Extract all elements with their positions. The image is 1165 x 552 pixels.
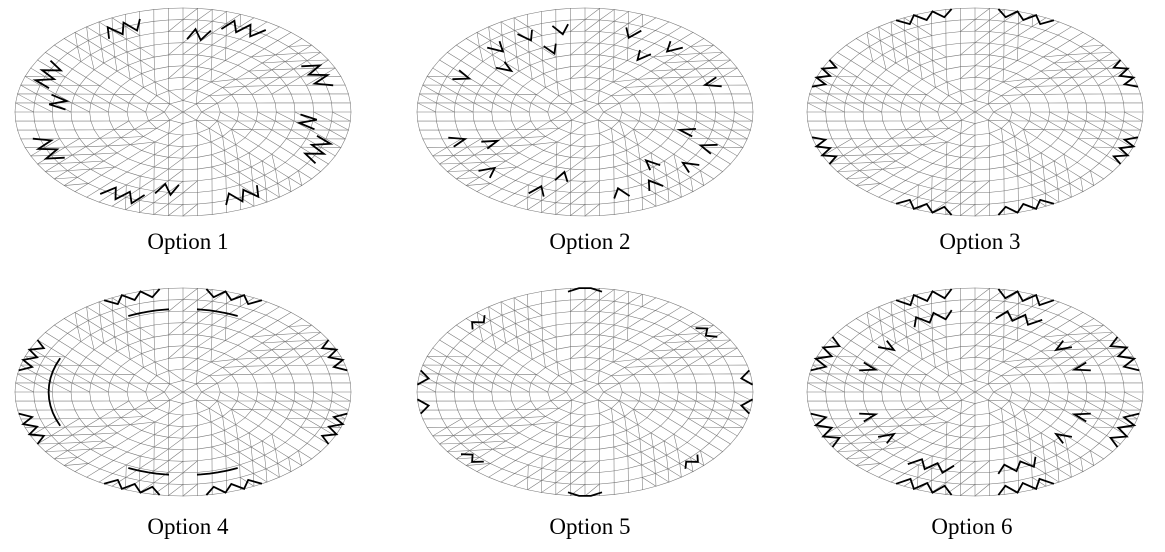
option-5-caption: Option 5 bbox=[405, 514, 775, 540]
highlight-v-mark-8 bbox=[529, 186, 544, 196]
highlight-zigzag-outer-3 bbox=[305, 136, 330, 164]
highlight-inner-arc-3 bbox=[128, 468, 169, 475]
highlight-v-mark-1 bbox=[626, 27, 641, 37]
highlight-v-mark-5 bbox=[452, 70, 469, 79]
triangle-mesh bbox=[15, 288, 351, 496]
triangle-mesh bbox=[15, 8, 351, 216]
highlight-v-mark-0 bbox=[667, 41, 683, 51]
highlight-zigzag-outer-2 bbox=[100, 188, 144, 204]
highlight-zigzag-outer-b-2 bbox=[226, 185, 258, 205]
option-3-panel: Option 3 bbox=[795, 0, 1165, 272]
option-2-panel: Option 2 bbox=[405, 0, 775, 272]
highlight-rim-zigzag-1 bbox=[896, 289, 952, 305]
option-4-caption: Option 4 bbox=[3, 514, 373, 540]
highlight-bracket-left-b bbox=[417, 399, 428, 413]
highlight-zigzag-outer-b-0 bbox=[108, 19, 140, 39]
highlight-rim-zigzag-2 bbox=[812, 60, 836, 87]
highlight-zigzag-outer-0 bbox=[221, 21, 265, 37]
highlight-v-mark-10 bbox=[649, 181, 663, 191]
highlight-v-mark-12 bbox=[701, 145, 718, 154]
highlight-v-mark-11 bbox=[683, 163, 700, 173]
highlight-mid-zigzag-0 bbox=[996, 311, 1042, 324]
highlight-rim-zigzag-0 bbox=[998, 289, 1054, 305]
highlight-bracket-right-a bbox=[741, 399, 752, 413]
option-4-panel: Option 4 bbox=[3, 280, 373, 552]
option-3-mesh-diagram bbox=[795, 0, 1165, 250]
highlight-rim-zigzag-3 bbox=[812, 137, 836, 164]
highlight-v-mark-2 bbox=[552, 24, 568, 34]
option-3-caption: Option 3 bbox=[795, 229, 1165, 255]
option-5-mesh-diagram bbox=[405, 280, 775, 530]
triangle-mesh bbox=[417, 8, 753, 216]
option-5-panel: Option 5 bbox=[405, 280, 775, 552]
highlight-v-mark-inner-0 bbox=[638, 50, 651, 60]
highlight-bracket-left-a bbox=[417, 370, 428, 384]
option-2-mesh-diagram bbox=[405, 0, 775, 250]
highlight-rim-zigzag-7 bbox=[1114, 137, 1138, 164]
option-6-caption: Option 6 bbox=[787, 514, 1157, 540]
option-1-caption: Option 1 bbox=[3, 229, 373, 255]
highlight-v-mark-4 bbox=[487, 41, 503, 51]
highlight-v-mark-inner-4 bbox=[496, 62, 511, 71]
highlight-v-mark-3 bbox=[1056, 434, 1072, 443]
highlight-v-mark-inner-6 bbox=[481, 141, 497, 149]
option-6-panel: Option 6 bbox=[795, 280, 1165, 552]
highlight-inner-arc-1 bbox=[128, 309, 169, 316]
highlight-rim-zigzag-5 bbox=[998, 479, 1054, 495]
option-2-caption: Option 2 bbox=[405, 229, 775, 255]
triangle-mesh bbox=[807, 288, 1143, 496]
option-1-panel: Option 1 bbox=[3, 0, 373, 272]
option-1-mesh-diagram bbox=[3, 0, 373, 250]
option-4-mesh-diagram bbox=[3, 280, 373, 530]
highlight-inner-arc-4 bbox=[197, 468, 238, 475]
triangle-mesh bbox=[807, 8, 1143, 216]
highlight-rim-zigzag-6 bbox=[1114, 60, 1138, 87]
highlight-mid-zigzag-2 bbox=[908, 459, 954, 472]
triangle-mesh bbox=[417, 288, 753, 496]
highlight-v-mark-9 bbox=[614, 188, 629, 198]
highlight-v-mark-inner-2 bbox=[544, 44, 556, 54]
highlight-v-mark-1 bbox=[878, 341, 894, 350]
option-6-mesh-diagram bbox=[795, 280, 1165, 530]
highlight-rim-zigzag-4 bbox=[896, 479, 952, 495]
highlight-bracket-right-b bbox=[741, 370, 752, 384]
highlight-inner-arc-0 bbox=[197, 309, 238, 316]
highlight-zigzag-outer-1 bbox=[36, 61, 61, 88]
